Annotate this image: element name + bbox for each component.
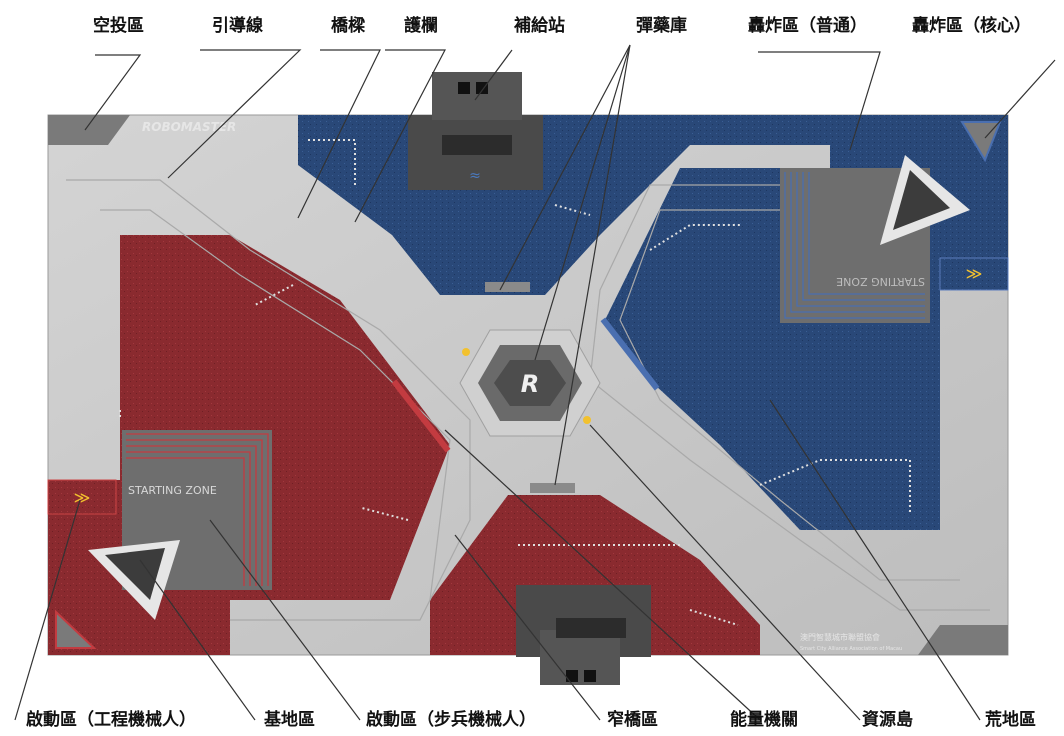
red-zone-bottom [430,495,760,655]
org-name-en: Smart City Alliance Association of Macau [800,646,902,652]
blue-base [880,155,970,245]
red-zone-corner [48,480,230,655]
label-start-engineer: 啟動區（工程機械人） [26,710,196,730]
svg-text:≫: ≫ [966,264,983,283]
ammo-depot-top [485,282,530,292]
blue-zone-corner [830,115,1008,275]
leader-lines [14,44,1056,721]
svg-text:≫: ≫ [74,488,91,507]
supply-station-top: ≈ [408,72,543,190]
label-ammo-depot: 彈藥庫 [636,16,687,36]
field: ≫ ≫ [47,72,1009,685]
label-base: 基地區 [264,710,315,730]
label-bridge: 橋樑 [331,16,365,36]
red-starting-zone-text: STARTING ZONE [128,484,217,497]
label-bomb-core: 轟炸區（核心） [912,16,1031,36]
airdrop-zone [48,115,130,145]
label-airdrop: 空投區 [93,16,144,36]
center-logo: R [521,370,539,398]
energy-mechanism-left [391,379,451,453]
airdrop-zone-bottom-right [918,625,1008,655]
buff-point-right [583,416,591,424]
label-wasteland: 荒地區 [985,710,1036,730]
red-start-box [47,479,117,515]
label-guide-line: 引導線 [212,16,263,36]
label-narrow-bridge: 窄橋區 [607,710,658,730]
energy-mechanism-right [600,317,660,391]
label-energy: 能量機關 [730,710,798,730]
supply-station-bottom [516,585,651,685]
blue-starting-zone-text: STARTING ZONE [836,275,925,288]
red-core-triangle [55,609,97,649]
svg-text:≈: ≈ [469,168,481,184]
buff-point-left [462,348,470,356]
label-supply-station: 補給站 [514,16,565,36]
ammo-depot-bottom [530,483,575,493]
label-bomb-normal: 轟炸區（普通） [748,16,867,36]
org-name-cn: 澳門智慧城市聯盟協會 [800,632,880,642]
central-resource-island [459,329,601,437]
blue-start-box [939,257,1009,291]
label-resource-island: 資源島 [862,710,913,730]
red-base [88,540,180,620]
brand-text: ROBOMASTER [142,120,236,134]
label-start-infantry: 啟動區（步兵機械人） [366,710,536,730]
label-guardrail: 護欄 [404,16,438,36]
